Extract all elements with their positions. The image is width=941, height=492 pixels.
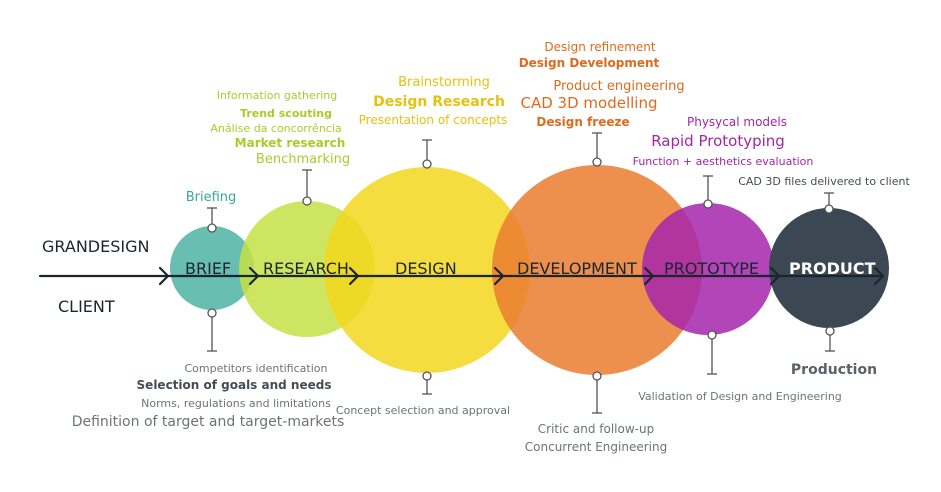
label-design-freeze: Design freeze <box>536 115 629 129</box>
brief-circle <box>170 226 254 310</box>
label-production: Production <box>791 362 877 378</box>
label-concept-selection: Concept selection and approval <box>336 404 510 417</box>
label-design-development: Design Development <box>519 56 660 70</box>
stage-research: RESEARCH <box>263 259 349 278</box>
label-product-engineering: Product engineering <box>553 79 684 94</box>
label-analise-concorrencia: Análise da concorrência <box>210 122 341 135</box>
label-cad-modelling: CAD 3D modelling <box>521 94 658 112</box>
label-information-gathering: Information gathering <box>217 89 337 102</box>
label-market-research: Market research <box>235 136 346 150</box>
label-definition-target: Definition of target and target-markets <box>72 414 345 430</box>
product-circle <box>769 208 889 328</box>
label-norms-regulations: Norms, regulations and limitations <box>141 397 331 410</box>
label-briefing: Briefing <box>186 190 237 205</box>
label-design-research: Design Research <box>373 94 505 110</box>
label-critic-follow-up: Critic and follow-up <box>538 422 654 436</box>
stage-product: PRODUCT <box>789 259 876 278</box>
label-function-aesthetics: Function + aesthetics evaluation <box>633 155 814 168</box>
stage-design: DESIGN <box>395 259 457 278</box>
development-circle <box>492 165 702 375</box>
grandesign-label: GRANDESIGN <box>42 237 149 256</box>
design-circle <box>324 167 530 373</box>
flow-arrows <box>38 266 885 286</box>
label-concurrent-engineering: Concurrent Engineering <box>525 440 667 454</box>
label-rapid-prototyping: Rapid Prototyping <box>651 132 785 150</box>
stage-brief: BRIEF <box>185 259 231 278</box>
label-cad-files-delivered: CAD 3D files delivered to client <box>738 175 910 188</box>
label-selection-goals: Selection of goals and needs <box>137 378 332 392</box>
label-benchmarking: Benchmarking <box>256 152 350 167</box>
stage-prototype: PROTOTYPE <box>664 259 759 278</box>
client-label: CLIENT <box>58 297 115 316</box>
label-physycal-models: Physycal models <box>687 115 787 129</box>
label-competitors-identification: Competitors identification <box>185 362 328 375</box>
label-validation-design: Validation of Design and Engineering <box>638 390 842 403</box>
label-presentation-concepts: Presentation of concepts <box>359 113 508 127</box>
label-design-refinement: Design refinement <box>544 40 656 54</box>
prototype-circle <box>642 203 774 335</box>
label-trend-scouting: Trend scouting <box>240 107 332 120</box>
stage-development: DEVELOPMENT <box>517 259 637 278</box>
label-brainstorming: Brainstorming <box>398 75 490 90</box>
